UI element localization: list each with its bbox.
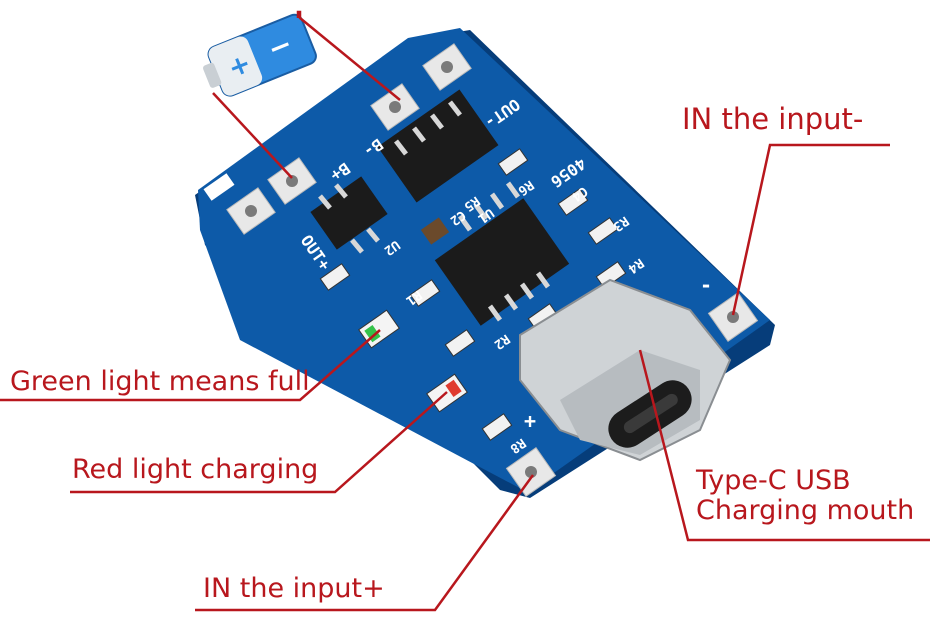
ic-chip-icon <box>310 89 570 326</box>
silk-r1: R1 <box>403 287 425 308</box>
label-typec-line1: Type-C USB <box>696 465 851 496</box>
line-in-minus <box>731 143 890 316</box>
line-typec <box>638 349 930 542</box>
silk-r4: R4 <box>625 255 647 276</box>
silk-c2: C2 <box>447 207 468 228</box>
line-green <box>0 329 381 402</box>
line-battery-plus <box>212 92 293 179</box>
line-red <box>70 391 448 494</box>
battery-icon: + − <box>203 13 317 97</box>
label-red-light: Red light charging <box>72 454 319 485</box>
label-in-minus: IN the input- <box>682 102 864 136</box>
line-battery-minus <box>296 10 401 101</box>
silk-r6: R6 <box>515 177 537 198</box>
chip-tp4056 <box>434 198 570 326</box>
annotation-lines <box>0 10 930 612</box>
silk-r8: R8 <box>507 435 529 456</box>
label-in-plus: IN the input+ <box>203 573 385 604</box>
label-green-light: Green light means full <box>10 366 310 397</box>
silk-c4: C4 <box>569 183 591 204</box>
silk-r5: R5 <box>461 193 482 214</box>
silk-plus: + <box>524 409 536 433</box>
label-typec-line2: Charging mouth <box>696 495 915 526</box>
chip-dw01 <box>377 89 499 203</box>
chip-u2 <box>310 176 388 250</box>
label-typec: Type-C USB Charging mouth <box>696 466 914 526</box>
line-in-plus <box>195 474 535 612</box>
silk-u2: U2 <box>381 237 402 258</box>
silk-minus: - <box>700 273 712 297</box>
silk-r3: R3 <box>610 213 631 234</box>
usb-c-connector-icon <box>519 278 732 462</box>
silk-r2: R2 <box>491 331 512 352</box>
silk-u1: U1 <box>475 205 497 226</box>
